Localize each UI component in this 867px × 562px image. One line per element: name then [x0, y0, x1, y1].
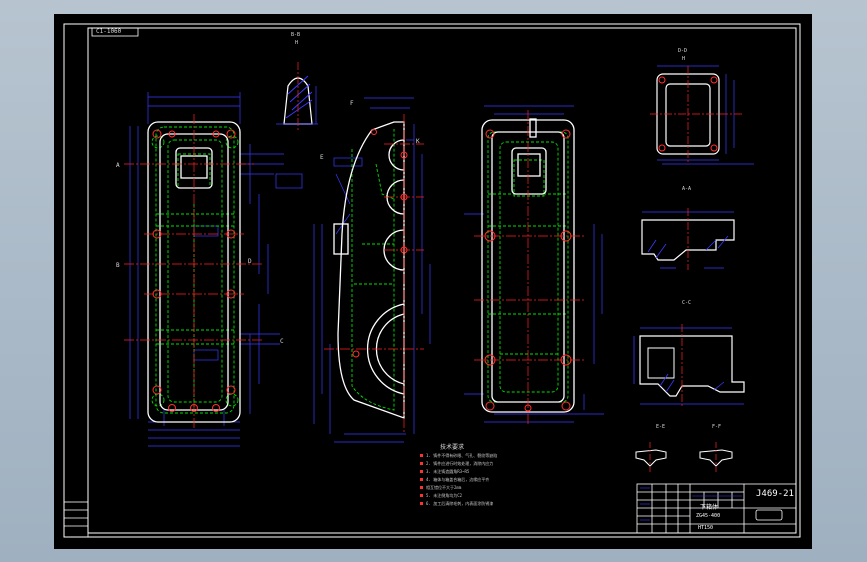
- note-line: 1. 铸件不得有砂眼、气孔、裂纹等缺陷: [426, 453, 498, 458]
- main-view-front: [464, 105, 604, 426]
- tag-box: [91, 27, 139, 37]
- notes-list: 1. 铸件不得有砂眼、气孔、裂纹等缺陷 2. 铸件应进行时效处理，消除内应力 3…: [426, 452, 566, 508]
- section-aa: [641, 208, 735, 270]
- cut-letter-d: D: [248, 258, 252, 265]
- notes-title: 技术要求: [440, 444, 465, 451]
- top-left-tag: C1-1060: [96, 28, 122, 35]
- title-part-name: 下箱体: [700, 504, 719, 511]
- note-line: 2. 铸件应进行时效处理，消除内应力: [426, 461, 494, 466]
- section-ee: [635, 442, 667, 472]
- label-view-ee: E-E: [656, 424, 666, 430]
- title-scale: HT150: [698, 525, 714, 531]
- note-line: 5. 未注倒角均为C2: [426, 493, 463, 498]
- label-view-top-right: D-D: [678, 48, 688, 54]
- label-view-bb-sub: H: [295, 40, 299, 46]
- label-view-top-right-sub: H: [682, 56, 686, 62]
- cut-letter-k: K: [416, 138, 420, 145]
- section-ff: [699, 442, 733, 472]
- title-material: ZG45-400: [696, 513, 721, 519]
- section-bb-profile: [276, 62, 318, 132]
- label-view-bb: B-B: [291, 32, 301, 38]
- note-line: 6. 加工后清除毛刺，内表面涂防锈漆: [426, 501, 494, 506]
- title-block-fill-marks: [640, 487, 742, 521]
- main-view-top: [124, 92, 303, 447]
- label-view-aa: A-A: [682, 186, 692, 192]
- outer-frame: [63, 23, 801, 538]
- revision-block: [63, 501, 89, 538]
- note-line: 3. 未注铸造圆角R3~R5: [426, 469, 470, 474]
- cut-letter-e: E: [320, 154, 324, 161]
- inner-frame: [87, 27, 797, 534]
- cut-letter-a: A: [116, 162, 120, 169]
- drawing-canvas: [63, 23, 801, 538]
- main-view-side: [313, 97, 431, 443]
- note-line: 4. 箱体与箱盖合箱后，边缘应平齐: [426, 477, 490, 482]
- cut-letter-f: F: [350, 100, 354, 107]
- cut-letter-c: C: [280, 338, 284, 345]
- drawing-sheet: C1-1060 B-B H D-D H A-A C-C E-E F-F A B …: [54, 14, 812, 549]
- title-block: [636, 483, 797, 534]
- drawing-number: J469-21: [756, 489, 794, 499]
- cut-letter-b: B: [116, 262, 120, 269]
- notes-bullets: [420, 454, 423, 505]
- label-view-ff: F-F: [712, 424, 722, 430]
- label-view-cc: C-C: [682, 300, 692, 306]
- section-cc: [633, 324, 745, 408]
- view-top-right: [650, 65, 754, 165]
- note-line: 相互错位不大于2mm: [426, 485, 462, 490]
